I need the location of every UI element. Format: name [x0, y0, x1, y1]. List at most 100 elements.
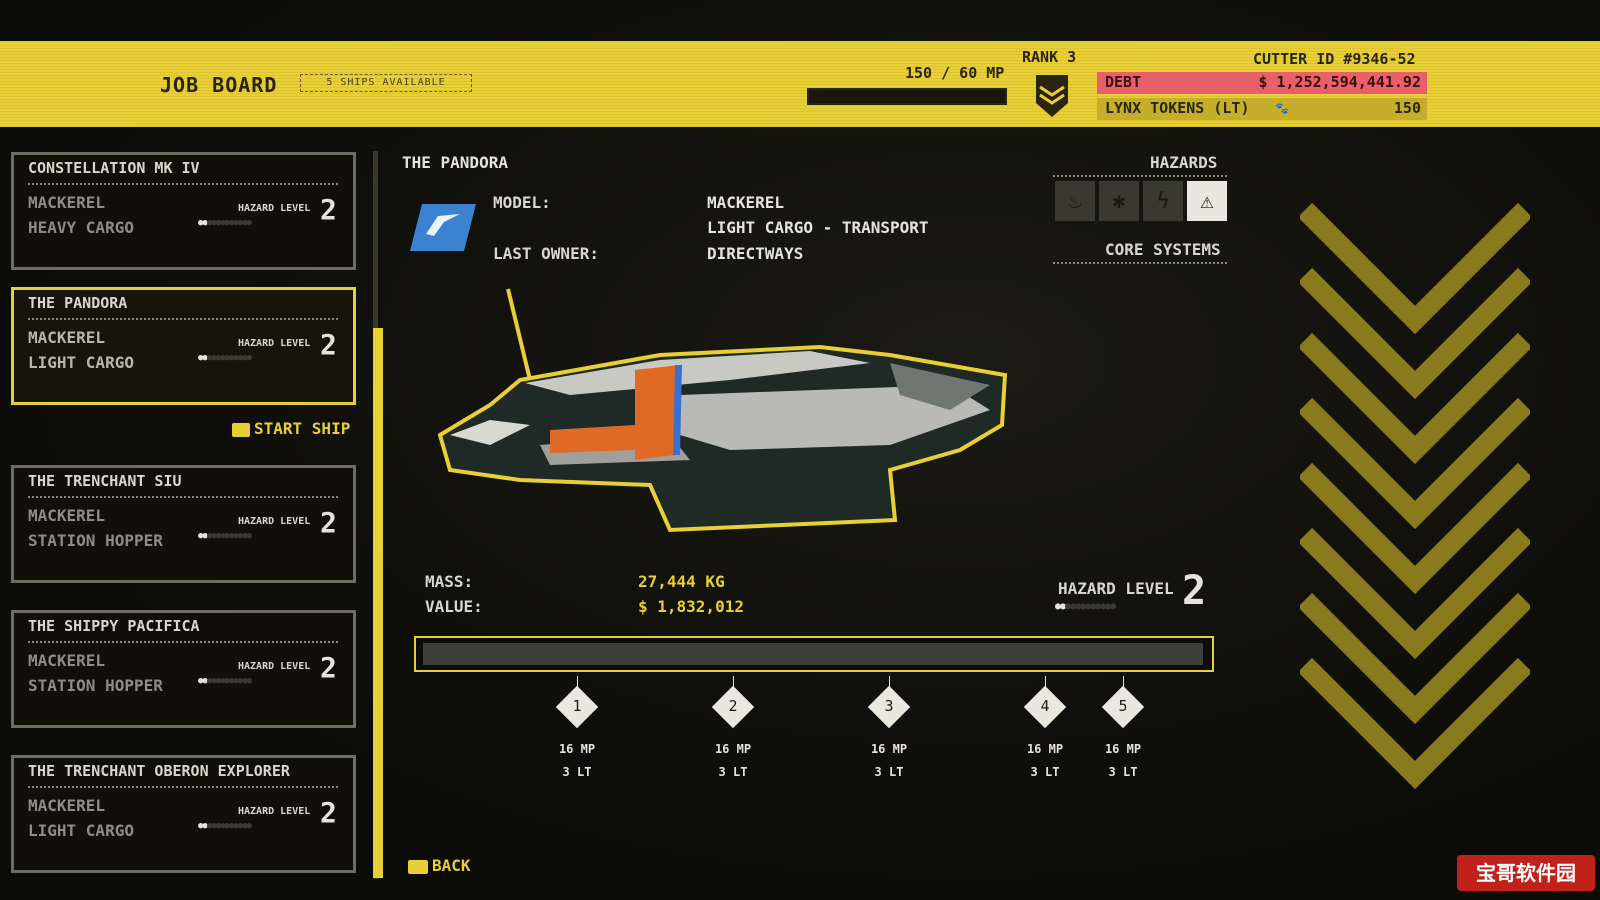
- hazard-level-value: 2: [320, 193, 337, 226]
- tab-key-icon: [408, 859, 428, 874]
- back-label: BACK: [432, 856, 471, 875]
- ship-model: MACKEREL: [28, 328, 106, 347]
- ship-model: MACKEREL: [28, 796, 106, 815]
- ship-card[interactable]: THE PANDORA MACKEREL LIGHT CARGO HAZARD …: [11, 287, 356, 405]
- lynx-label: LYNX TOKENS (LT): [1105, 99, 1250, 117]
- hazard-level-dots: ●●●●●●●●●●●●: [1055, 601, 1116, 612]
- ship-model-image: [437, 288, 1008, 533]
- ship-type: LIGHT CARGO: [28, 353, 134, 372]
- hazard-level-label: HAZARD LEVEL: [238, 661, 311, 672]
- milestone-mp: 16 MP: [1026, 742, 1064, 756]
- back-button[interactable]: BACK: [408, 856, 471, 875]
- lynx-value: 150: [1393, 99, 1421, 117]
- hazard-level-label: HAZARD LEVEL: [238, 516, 311, 527]
- milestone-mp: 16 MP: [1104, 742, 1142, 756]
- model-label: MODEL:: [493, 193, 551, 212]
- milestone-lt: 3 LT: [1108, 765, 1138, 779]
- ship-divider: [28, 641, 338, 643]
- ship-name: THE PANDORA: [28, 294, 128, 312]
- ship-model: MACKEREL: [28, 651, 106, 670]
- hazard-level-value: 2: [320, 328, 337, 361]
- scrollbar-thumb[interactable]: [373, 328, 383, 878]
- ship-name: THE SHIPPY PACIFICA: [28, 617, 200, 635]
- watermark-logo: 宝哥软件园: [1457, 855, 1595, 891]
- ship-name: CONSTELLATION MK IV: [28, 159, 200, 177]
- hazard-level-value: 2: [320, 796, 337, 829]
- ship-type: LIGHT CARGO: [28, 821, 134, 840]
- hazard-level-dots: ●●●●●●●●●●●●: [198, 676, 252, 686]
- milestone-lt: 3 LT: [562, 765, 592, 779]
- mass-label: MASS:: [425, 572, 474, 591]
- model-value: MACKEREL: [707, 193, 785, 212]
- milestone-lt: 3 LT: [1030, 765, 1060, 779]
- debt-row: DEBT $ 1,252,594,441.92: [1097, 72, 1427, 94]
- ships-available-badge: 5 SHIPS AVAILABLE: [300, 74, 472, 92]
- ship-card[interactable]: THE TRENCHANT OBERON EXPLORER MACKEREL L…: [11, 755, 356, 873]
- page-title: JOB BOARD: [160, 73, 278, 97]
- hazard-level-value: 2: [320, 506, 337, 539]
- cutter-id: CUTTER ID #9346-52: [1253, 50, 1416, 68]
- key-icon: [232, 422, 250, 437]
- milestone-lt: 3 LT: [718, 765, 748, 779]
- owner-label: LAST OWNER:: [493, 244, 599, 263]
- ship-divider: [28, 318, 338, 320]
- milestone-number: 3: [884, 697, 894, 715]
- hazard-level-value: 2: [1182, 568, 1207, 614]
- milestone-mp: 16 MP: [558, 742, 596, 756]
- hazard-level-dots: ●●●●●●●●●●●●: [198, 531, 252, 541]
- milestone-number: 2: [728, 697, 738, 715]
- cold-icon[interactable]: ✱: [1099, 181, 1139, 221]
- hazard-level-dots: ●●●●●●●●●●●●: [198, 821, 252, 831]
- ship-type: STATION HOPPER: [28, 531, 163, 550]
- progress-track: [414, 636, 1214, 672]
- hazard-level-label: HAZARD LEVEL: [238, 203, 311, 214]
- paw-icon: 🐾: [1275, 102, 1289, 115]
- ship-title: THE PANDORA: [402, 153, 508, 172]
- ship-type: STATION HOPPER: [28, 676, 163, 695]
- mp-progress-bar: [807, 88, 1007, 105]
- rank-label: RANK 3: [1022, 48, 1077, 66]
- value-label: VALUE:: [425, 597, 483, 616]
- hazard-level-label: HAZARD LEVEL: [238, 338, 311, 349]
- milestone-number: 5: [1118, 697, 1128, 715]
- ship-divider: [28, 183, 338, 185]
- hazard-level-label: HAZARD LEVEL: [1058, 579, 1174, 598]
- ship-card[interactable]: THE TRENCHANT SIU MACKEREL STATION HOPPE…: [11, 465, 356, 583]
- start-ship-label: START SHIP: [254, 419, 351, 438]
- hazard-level-dots: ●●●●●●●●●●●●: [198, 218, 252, 228]
- milestone-number: 4: [1040, 697, 1050, 715]
- chevron-decoration: [1300, 202, 1530, 790]
- directways-logo-icon: [410, 204, 476, 251]
- mp-counter: 150 / 60 MP: [905, 64, 1005, 82]
- core-systems-label[interactable]: CORE SYSTEMS: [1105, 240, 1221, 259]
- ship-type: HEAVY CARGO: [28, 218, 134, 237]
- hazard-level-value: 2: [320, 651, 337, 684]
- start-ship-button[interactable]: START SHIP: [232, 419, 350, 438]
- milestone-number: 1: [572, 697, 582, 715]
- core-divider: [1053, 262, 1227, 264]
- electric-icon[interactable]: ϟ: [1143, 181, 1183, 221]
- ship-model: MACKEREL: [28, 193, 106, 212]
- hazards-title: HAZARDS: [1150, 153, 1218, 172]
- hazards-divider: [1053, 175, 1227, 177]
- fire-icon[interactable]: ♨: [1055, 181, 1095, 221]
- ship-card[interactable]: CONSTELLATION MK IV MACKEREL HEAVY CARGO…: [11, 152, 356, 270]
- ship-name: THE TRENCHANT SIU: [28, 472, 182, 490]
- ship-card[interactable]: THE SHIPPY PACIFICA MACKEREL STATION HOP…: [11, 610, 356, 728]
- class-value: LIGHT CARGO - TRANSPORT: [707, 218, 929, 237]
- lynx-tokens-row: LYNX TOKENS (LT) 🐾 150: [1097, 98, 1427, 120]
- owner-value: DIRECTWAYS: [707, 244, 804, 263]
- milestone-mp: 16 MP: [714, 742, 752, 756]
- ship-model: MACKEREL: [28, 506, 106, 525]
- warning-icon[interactable]: ⚠: [1187, 181, 1227, 221]
- debt-value: $ 1,252,594,441.92: [1258, 73, 1421, 91]
- milestone-mp: 16 MP: [870, 742, 908, 756]
- hazard-level-label: HAZARD LEVEL: [238, 806, 311, 817]
- mass-value: 27,444 KG: [638, 572, 725, 591]
- ship-divider: [28, 496, 338, 498]
- rank-badge-icon: [1036, 75, 1068, 117]
- value-value: $ 1,832,012: [638, 597, 744, 616]
- ship-divider: [28, 786, 338, 788]
- milestone-lt: 3 LT: [874, 765, 904, 779]
- hazard-level-dots: ●●●●●●●●●●●●: [198, 353, 252, 363]
